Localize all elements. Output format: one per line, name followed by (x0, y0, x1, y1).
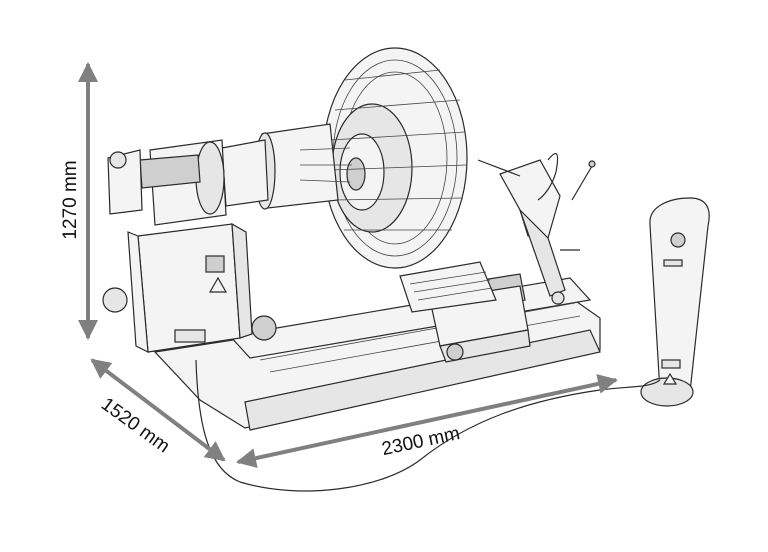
height-dimension-label: 1270 mm (60, 160, 81, 239)
spindle-arm (107, 123, 352, 226)
depth-dimension-arrow (90, 358, 226, 462)
tool-arm (477, 153, 596, 305)
wheel (322, 47, 468, 269)
pedal-column (640, 197, 710, 407)
carriage (399, 261, 531, 363)
length-dimension-arrow (236, 374, 618, 468)
depth-dimension-label: 1520 mm (97, 394, 173, 458)
control-box (102, 222, 277, 354)
